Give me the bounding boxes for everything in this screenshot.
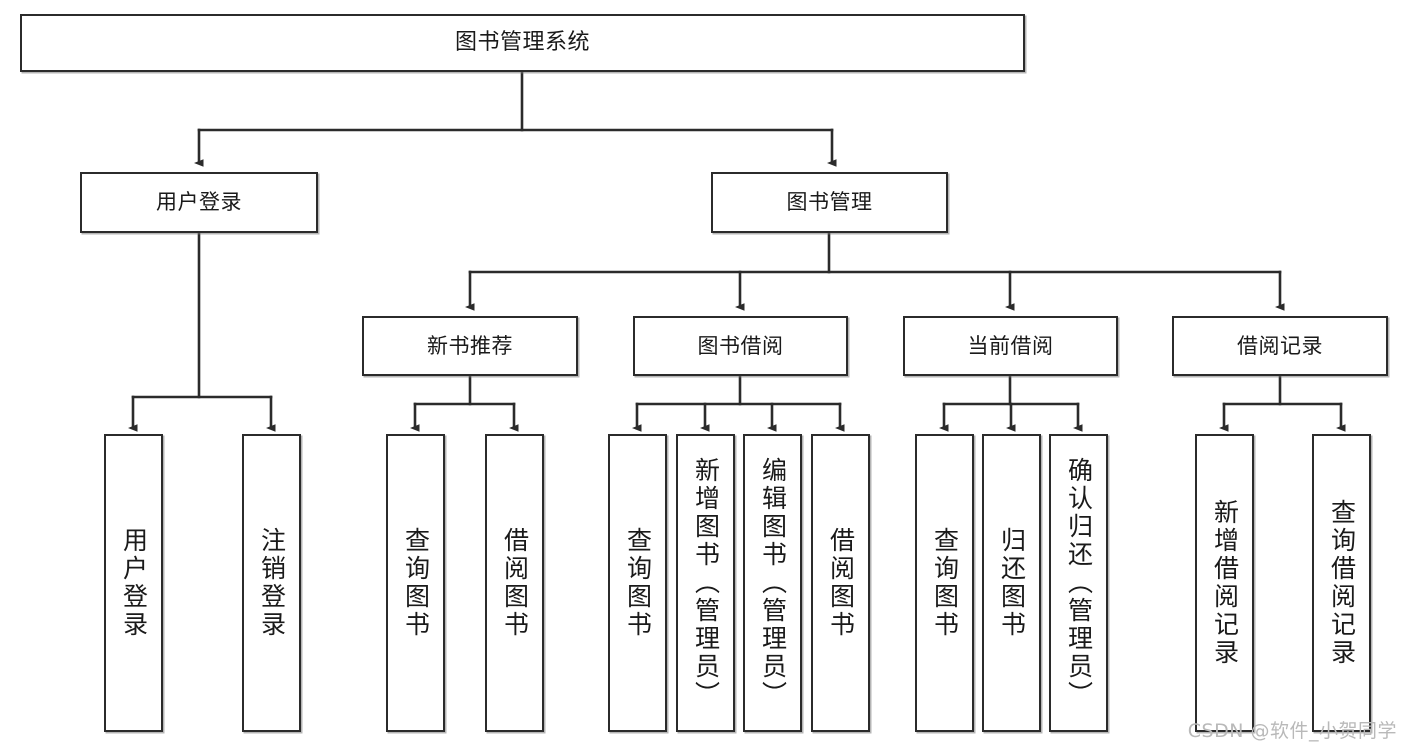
node-book-management-label: 图书管理 [786, 190, 873, 215]
node-borrow-record[interactable]: 借阅记录 [1172, 316, 1388, 376]
leaf-current-borrow-return-book[interactable]: 归还图书 [982, 434, 1041, 732]
leaf-new-book-borrow-book[interactable]: 借阅图书 [485, 434, 544, 732]
leaf-user-login-logout[interactable]: 注销登录 [242, 434, 301, 732]
node-user-login-label: 用户登录 [156, 190, 242, 215]
node-new-book-recommend[interactable]: 新书推荐 [362, 316, 578, 376]
node-borrow-record-label: 借阅记录 [1237, 333, 1323, 358]
leaf-borrow-record-add-record[interactable]: 新增借阅记录 [1195, 434, 1254, 732]
node-root[interactable]: 图书管理系统 [20, 14, 1025, 72]
leaf-label: 新增借阅记录 [1210, 499, 1240, 667]
leaf-book-borrow-query-book[interactable]: 查询图书 [608, 434, 667, 732]
leaf-book-borrow-edit-book[interactable]: 编辑图书（管理员） [743, 434, 802, 732]
node-current-borrow-label: 当前借阅 [967, 333, 1054, 358]
leaf-label: 新增图书（管理员） [691, 457, 721, 709]
watermark-text: CSDN @软件_小贺同学 [1187, 720, 1397, 742]
leaf-book-borrow-add-book[interactable]: 新增图书（管理员） [676, 434, 735, 732]
leaf-label: 归还图书 [997, 527, 1027, 639]
node-book-management[interactable]: 图书管理 [711, 172, 948, 233]
node-book-borrow-label: 图书借阅 [697, 333, 784, 358]
node-new-book-recommend-label: 新书推荐 [427, 333, 513, 358]
node-user-login[interactable]: 用户登录 [80, 172, 318, 233]
node-root-label: 图书管理系统 [454, 30, 590, 56]
leaf-label: 查询借阅记录 [1327, 499, 1357, 667]
leaf-label: 借阅图书 [500, 527, 530, 639]
leaf-new-book-query-book[interactable]: 查询图书 [386, 434, 445, 732]
leaf-label: 查询图书 [401, 527, 431, 639]
leaf-label: 用户登录 [119, 527, 149, 639]
leaf-label: 借阅图书 [826, 527, 856, 639]
leaf-label: 确认归还（管理员） [1064, 457, 1094, 709]
node-current-borrow[interactable]: 当前借阅 [903, 316, 1118, 376]
node-book-borrow[interactable]: 图书借阅 [633, 316, 848, 376]
leaf-current-borrow-query-book[interactable]: 查询图书 [915, 434, 974, 732]
leaf-borrow-record-query-record[interactable]: 查询借阅记录 [1312, 434, 1371, 732]
leaf-user-login-login[interactable]: 用户登录 [104, 434, 163, 732]
leaf-label: 查询图书 [930, 527, 960, 639]
leaf-label: 注销登录 [257, 527, 287, 639]
leaf-label: 编辑图书（管理员） [758, 457, 788, 709]
leaf-label: 查询图书 [623, 527, 653, 639]
leaf-current-borrow-confirm-return[interactable]: 确认归还（管理员） [1049, 434, 1108, 732]
leaf-book-borrow-borrow-book[interactable]: 借阅图书 [811, 434, 870, 732]
